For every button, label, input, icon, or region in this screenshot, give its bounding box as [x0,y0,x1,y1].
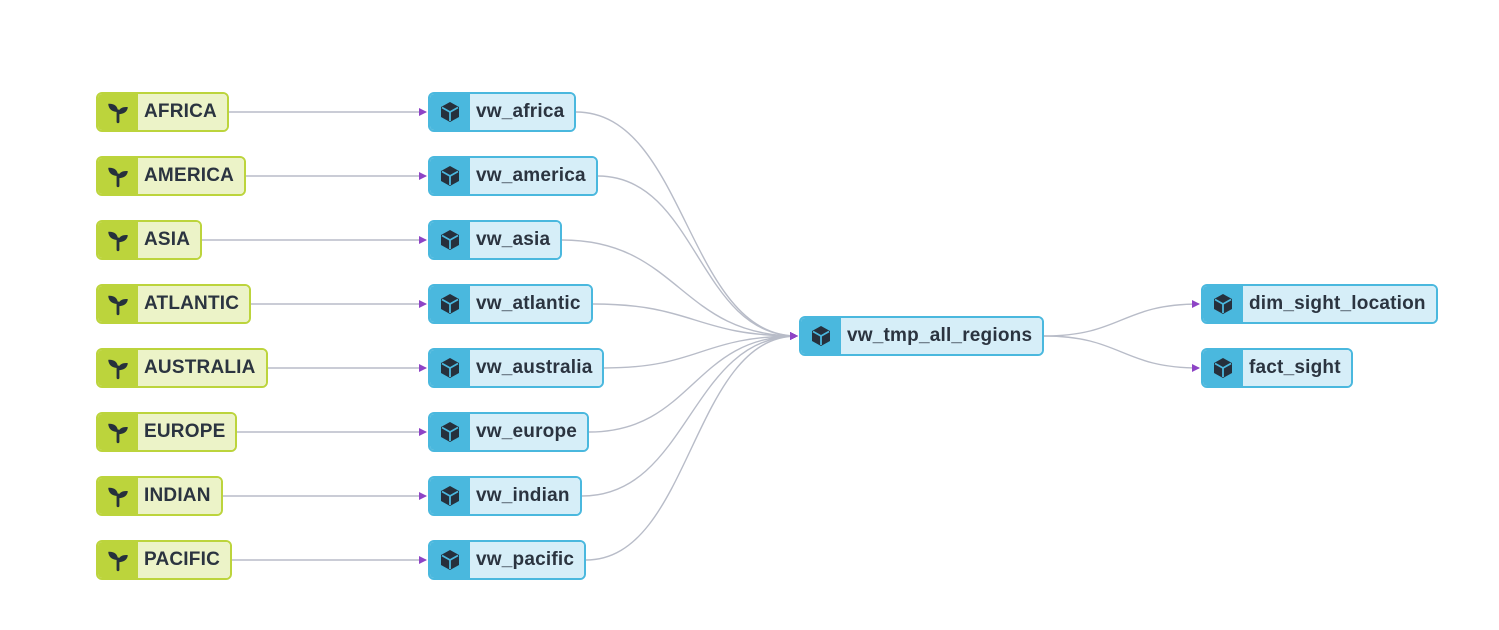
sprout-icon [98,222,138,258]
model-node-label: dim_sight_location [1243,286,1436,322]
sprout-icon [98,414,138,450]
cube-icon [430,350,470,386]
model-node-vw-europe[interactable]: vw_europe [428,412,590,452]
model-node-label: vw_america [470,158,596,194]
model-node-vw-asia[interactable]: vw_asia [428,220,563,260]
cube-icon [1203,350,1243,386]
edge-model-vw-pacific-to-model-vw-tmp-all-regions [585,332,798,561]
sprout-icon [98,542,138,578]
model-node-label: vw_asia [470,222,561,258]
cube-icon [430,542,470,578]
source-node-atlantic[interactable]: ATLANTIC [96,284,252,324]
model-node-label: fact_sight [1243,350,1351,386]
source-node-indian[interactable]: INDIAN [96,476,223,516]
edge-model-vw-europe-to-model-vw-tmp-all-regions [588,332,798,433]
source-node-label: ATLANTIC [138,286,250,322]
cube-icon [430,286,470,322]
source-node-asia[interactable]: ASIA [96,220,203,260]
edge-model-vw-asia-to-model-vw-tmp-all-regions [561,239,798,340]
edge-model-vw-tmp-all-regions-to-model-fact-sight [1043,335,1200,372]
source-node-label: ASIA [138,222,201,258]
edge-model-vw-tmp-all-regions-to-model-dim-sight-location [1043,300,1200,337]
model-node-dim-sight-location[interactable]: dim_sight_location [1201,284,1438,324]
cube-icon [430,478,470,514]
source-node-label: AFRICA [138,94,227,130]
cube-icon [430,158,470,194]
model-node-vw-america[interactable]: vw_america [428,156,598,196]
source-node-australia[interactable]: AUSTRALIA [96,348,268,388]
model-node-label: vw_pacific [470,542,585,578]
source-node-europe[interactable]: EUROPE [96,412,238,452]
edge-model-vw-atlantic-to-model-vw-tmp-all-regions [592,303,798,340]
source-node-america[interactable]: AMERICA [96,156,247,196]
model-node-vw-pacific[interactable]: vw_pacific [428,540,587,580]
model-node-label: vw_indian [470,478,580,514]
sprout-icon [98,158,138,194]
model-node-vw-tmp-all-regions[interactable]: vw_tmp_all_regions [799,316,1045,356]
model-node-label: vw_atlantic [470,286,591,322]
model-node-label: vw_australia [470,350,603,386]
edge-model-vw-indian-to-model-vw-tmp-all-regions [581,332,798,497]
source-node-label: AUSTRALIA [138,350,266,386]
source-node-africa[interactable]: AFRICA [96,92,229,132]
source-node-pacific[interactable]: PACIFIC [96,540,232,580]
edge-model-vw-africa-to-model-vw-tmp-all-regions [575,111,798,340]
model-node-vw-australia[interactable]: vw_australia [428,348,605,388]
model-node-label: vw_africa [470,94,575,130]
cube-icon [430,222,470,258]
cube-icon [1203,286,1243,322]
source-node-label: EUROPE [138,414,236,450]
model-node-fact-sight[interactable]: fact_sight [1201,348,1353,388]
model-node-label: vw_europe [470,414,588,450]
edge-model-vw-australia-to-model-vw-tmp-all-regions [603,332,798,369]
sprout-icon [98,350,138,386]
model-node-vw-africa[interactable]: vw_africa [428,92,577,132]
cube-icon [430,414,470,450]
cube-icon [801,318,841,354]
sprout-icon [98,478,138,514]
model-node-vw-atlantic[interactable]: vw_atlantic [428,284,593,324]
source-node-label: INDIAN [138,478,221,514]
sprout-icon [98,94,138,130]
source-node-label: PACIFIC [138,542,230,578]
model-node-vw-indian[interactable]: vw_indian [428,476,582,516]
source-node-label: AMERICA [138,158,245,194]
cube-icon [430,94,470,130]
model-node-label: vw_tmp_all_regions [841,318,1043,354]
edge-model-vw-america-to-model-vw-tmp-all-regions [597,175,798,340]
sprout-icon [98,286,138,322]
